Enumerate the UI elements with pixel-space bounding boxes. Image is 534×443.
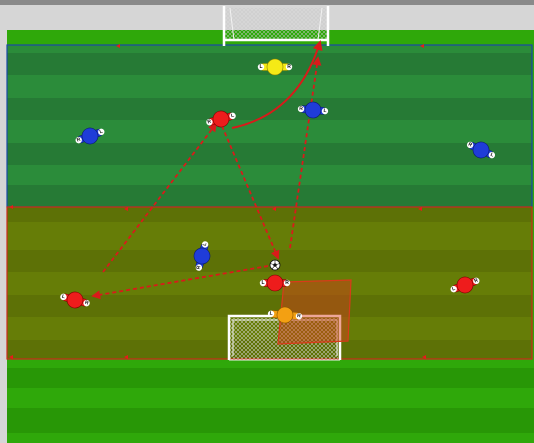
svg-text:L: L xyxy=(259,64,262,70)
svg-text:R: R xyxy=(285,280,289,286)
svg-text:L: L xyxy=(323,108,327,114)
svg-text:R: R xyxy=(287,64,291,70)
svg-text:L: L xyxy=(261,280,264,286)
soccer-ball-icon xyxy=(270,260,280,270)
top-bar xyxy=(0,0,534,5)
svg-text:L: L xyxy=(269,311,273,317)
goal-top xyxy=(224,6,328,46)
